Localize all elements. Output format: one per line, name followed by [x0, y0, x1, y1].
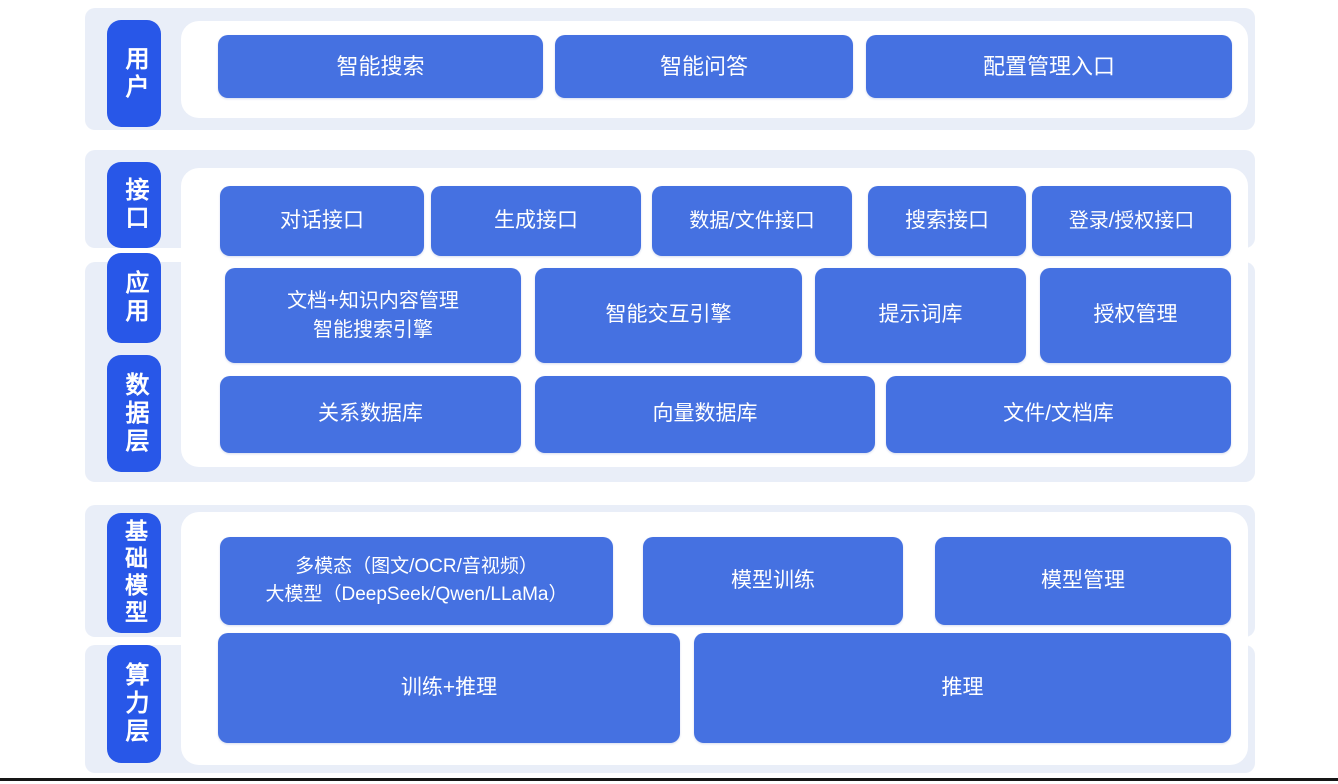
box-training-inference: 训练+推理 — [218, 633, 680, 743]
box-login-auth-api: 登录/授权接口 — [1032, 186, 1231, 256]
box-smart-qa: 智能问答 — [555, 35, 853, 98]
label-data-text: 数据层 — [121, 371, 148, 456]
box-vector-db: 向量数据库 — [535, 376, 875, 453]
box-inference: 推理 — [694, 633, 1231, 743]
box-auth-management: 授权管理 — [1040, 268, 1231, 363]
bottom-divider-line — [0, 778, 1338, 781]
box-smart-interaction-engine: 智能交互引擎 — [535, 268, 802, 363]
label-foundation-text: 基础模型 — [121, 519, 148, 627]
label-application-layer: 应用 — [107, 253, 161, 343]
box-relational-db: 关系数据库 — [220, 376, 521, 453]
box-model-training: 模型训练 — [643, 537, 903, 625]
label-foundation-model-layer: 基础模型 — [107, 513, 161, 633]
box-model-management: 模型管理 — [935, 537, 1231, 625]
box-dialog-api: 对话接口 — [220, 186, 424, 256]
label-data-layer: 数据层 — [107, 355, 161, 472]
label-interface-text: 接口 — [121, 177, 148, 233]
label-user-layer: 用户 — [107, 20, 161, 127]
label-application-text: 应用 — [121, 270, 148, 326]
label-user-text: 用户 — [121, 45, 148, 102]
box-search-api: 搜索接口 — [868, 186, 1026, 256]
box-doc-knowledge-search-engine: 文档+知识内容管理 智能搜索引擎 — [225, 268, 521, 363]
label-interface-layer: 接口 — [107, 162, 161, 248]
label-compute-text: 算力层 — [121, 662, 148, 746]
box-file-doc-store: 文件/文档库 — [886, 376, 1231, 453]
box-config-management-entry: 配置管理入口 — [866, 35, 1232, 98]
box-multimodal-llm: 多模态（图文/OCR/音视频） 大模型（DeepSeek/Qwen/LLaMa） — [220, 537, 613, 625]
label-compute-layer: 算力层 — [107, 645, 161, 763]
box-smart-search: 智能搜索 — [218, 35, 543, 98]
box-generation-api: 生成接口 — [431, 186, 641, 256]
box-prompt-library: 提示词库 — [815, 268, 1026, 363]
box-data-file-api: 数据/文件接口 — [652, 186, 852, 256]
